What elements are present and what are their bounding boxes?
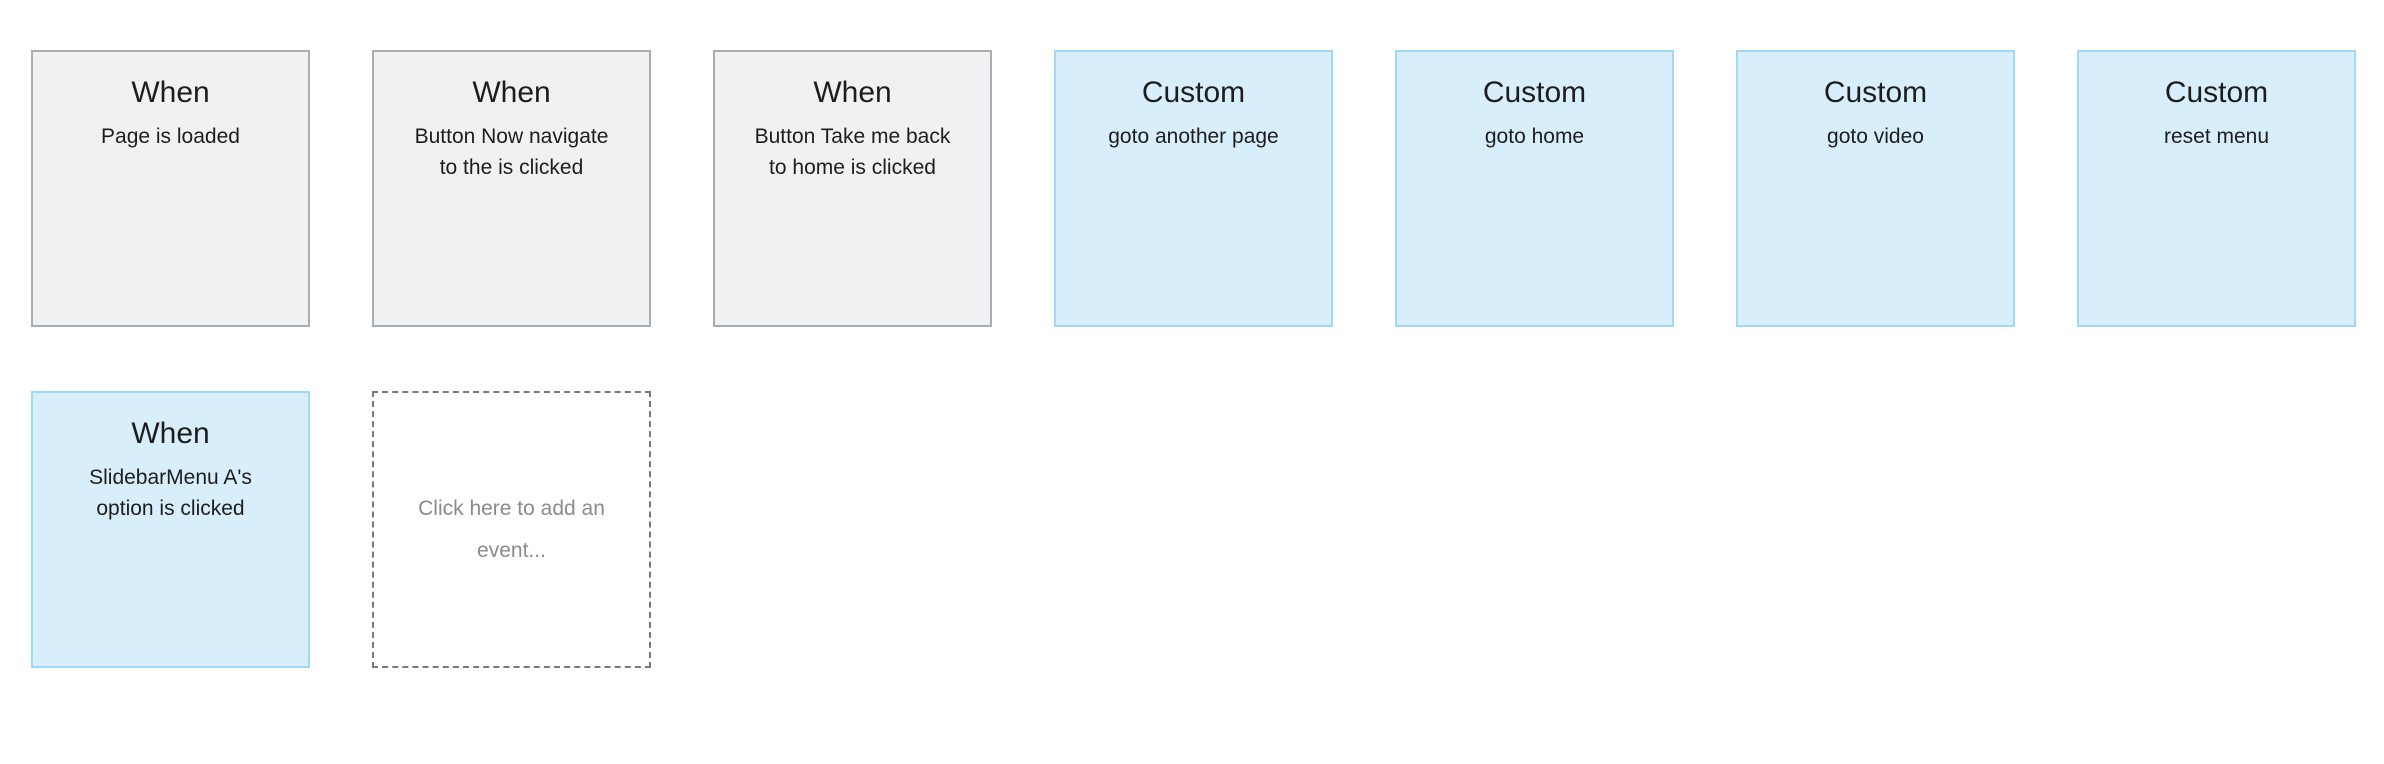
event-card[interactable]: Custom goto home [1395, 50, 1674, 327]
event-card-description: Button Now navigate to the is clicked [414, 125, 609, 179]
add-event-button[interactable]: Click here to add an event... [372, 391, 651, 668]
event-card[interactable]: Custom reset menu [2077, 50, 2356, 327]
event-card-description: goto video [1827, 125, 1924, 148]
event-card-title: When [472, 76, 551, 109]
event-card-title: Custom [1141, 76, 1246, 109]
event-card-description: Button Take me back to home is clicked [754, 125, 951, 179]
event-row-1: When Page is loaded When Button Now navi… [31, 50, 2384, 327]
event-card-description: Page is loaded [101, 125, 240, 148]
event-card[interactable]: When SlidebarMenu A's option is clicked [31, 391, 310, 668]
event-row-2: When SlidebarMenu A's option is clicked … [31, 391, 2384, 668]
event-card[interactable]: Custom goto another page [1054, 50, 1333, 327]
event-card-description: goto another page [1108, 125, 1279, 148]
event-card-title: Custom [1482, 76, 1587, 109]
event-card[interactable]: When Button Now navigate to the is click… [372, 50, 651, 327]
event-card-title: Custom [2164, 76, 2269, 109]
event-card-title: When [131, 76, 210, 109]
event-card-title: When [131, 417, 210, 450]
event-card-description: reset menu [2163, 125, 2270, 148]
event-card-title: Custom [1823, 76, 1928, 109]
event-card-title: When [813, 76, 892, 109]
add-event-label: Click here to add an event... [418, 496, 605, 562]
event-board: When Page is loaded When Button Now navi… [31, 50, 2384, 668]
event-card-description: SlidebarMenu A's option is clicked [89, 466, 252, 520]
event-card[interactable]: When Page is loaded [31, 50, 310, 327]
event-card-description: goto home [1484, 125, 1585, 148]
event-card[interactable]: When Button Take me back to home is clic… [713, 50, 992, 327]
event-card[interactable]: Custom goto video [1736, 50, 2015, 327]
